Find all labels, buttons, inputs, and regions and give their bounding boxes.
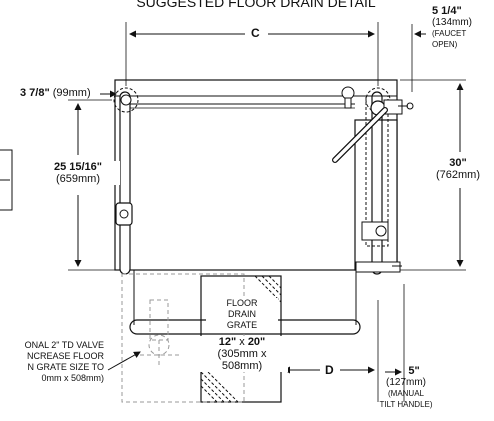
dim-5-1-4-block: 5 1/4" (134mm) (FAUCET OPEN): [432, 6, 472, 50]
tilt-note-2: TILT HANDLE): [379, 400, 433, 409]
right-post-assembly: [354, 87, 414, 275]
drain-grate-label: FLOOR DRAIN GRATE: [206, 298, 278, 331]
dim-5-1-4-value: 5 1/4": [432, 5, 462, 17]
tilt-note-1: (MANUAL: [387, 389, 424, 398]
dim-c-label: C: [251, 26, 260, 40]
grate-size-b: 20": [247, 336, 266, 348]
drain-grate-mm-1: (305mm x: [217, 348, 267, 360]
faucet-arm: [332, 107, 388, 163]
left-post: [113, 87, 139, 275]
dim-25-15-16-block: 25 15/16" (659mm): [36, 161, 120, 185]
drain-grate-line-2: DRAIN: [227, 309, 256, 319]
dim-5-value: 5": [408, 365, 420, 377]
faucet-open-note-1: (FAUCET: [432, 29, 467, 38]
valve-leader-arrow: [107, 351, 141, 371]
dim-30-mm: (762mm): [435, 169, 480, 181]
valve-note-line-2: NCREASE FLOOR: [26, 351, 104, 361]
drain-grate-line-1: FLOOR: [226, 298, 258, 308]
dim-3-7-8-value: 3 7/8": [20, 87, 50, 99]
valve-note-line-3: N GRATE SIZE TO: [27, 362, 104, 372]
grate-size-x: x: [236, 336, 248, 348]
drain-grate-line-3: GRATE: [226, 320, 258, 330]
dim-30-value: 30": [449, 157, 467, 169]
dim-d-label: D: [325, 363, 334, 377]
dim-3-7-8-mm: (99mm): [52, 87, 91, 99]
drain-grate-size-block: 12" x 20" (305mm x 508mm): [196, 336, 288, 372]
drain-grate-size: 12" x 20": [196, 336, 288, 348]
valve-note-block: ONAL 2" TD VALVE NCREASE FLOOR N GRATE S…: [0, 340, 104, 384]
dim-30-block: 30" (762mm): [426, 157, 490, 181]
valve-note-line-4: 0mm x 508mm): [41, 373, 104, 383]
dim-25-15-16-mm: (659mm): [55, 173, 100, 185]
faucet-open-note-2: OPEN): [432, 40, 458, 49]
valve-note-line-1: ONAL 2" TD VALVE: [24, 340, 104, 350]
dim-25-15-16-value: 25 15/16": [53, 161, 103, 173]
drain-grate-mm-2: 508mm): [221, 360, 263, 372]
dim-5-mm: (127mm): [385, 377, 426, 388]
extension-lines: [68, 22, 466, 402]
grate-size-a: 12": [218, 336, 237, 348]
tilt-handle-block: 5" (127mm) (MANUAL TILT HANDLE): [356, 366, 456, 410]
dim-3-7-8-block: 3 7/8" (99mm): [20, 88, 91, 99]
rail-knobs: [341, 86, 355, 109]
drawing-title: SUGGESTED FLOOR DRAIN DETAIL: [136, 0, 376, 10]
dim-5-1-4-mm: (134mm): [432, 17, 473, 28]
left-partial-box: [0, 149, 13, 211]
